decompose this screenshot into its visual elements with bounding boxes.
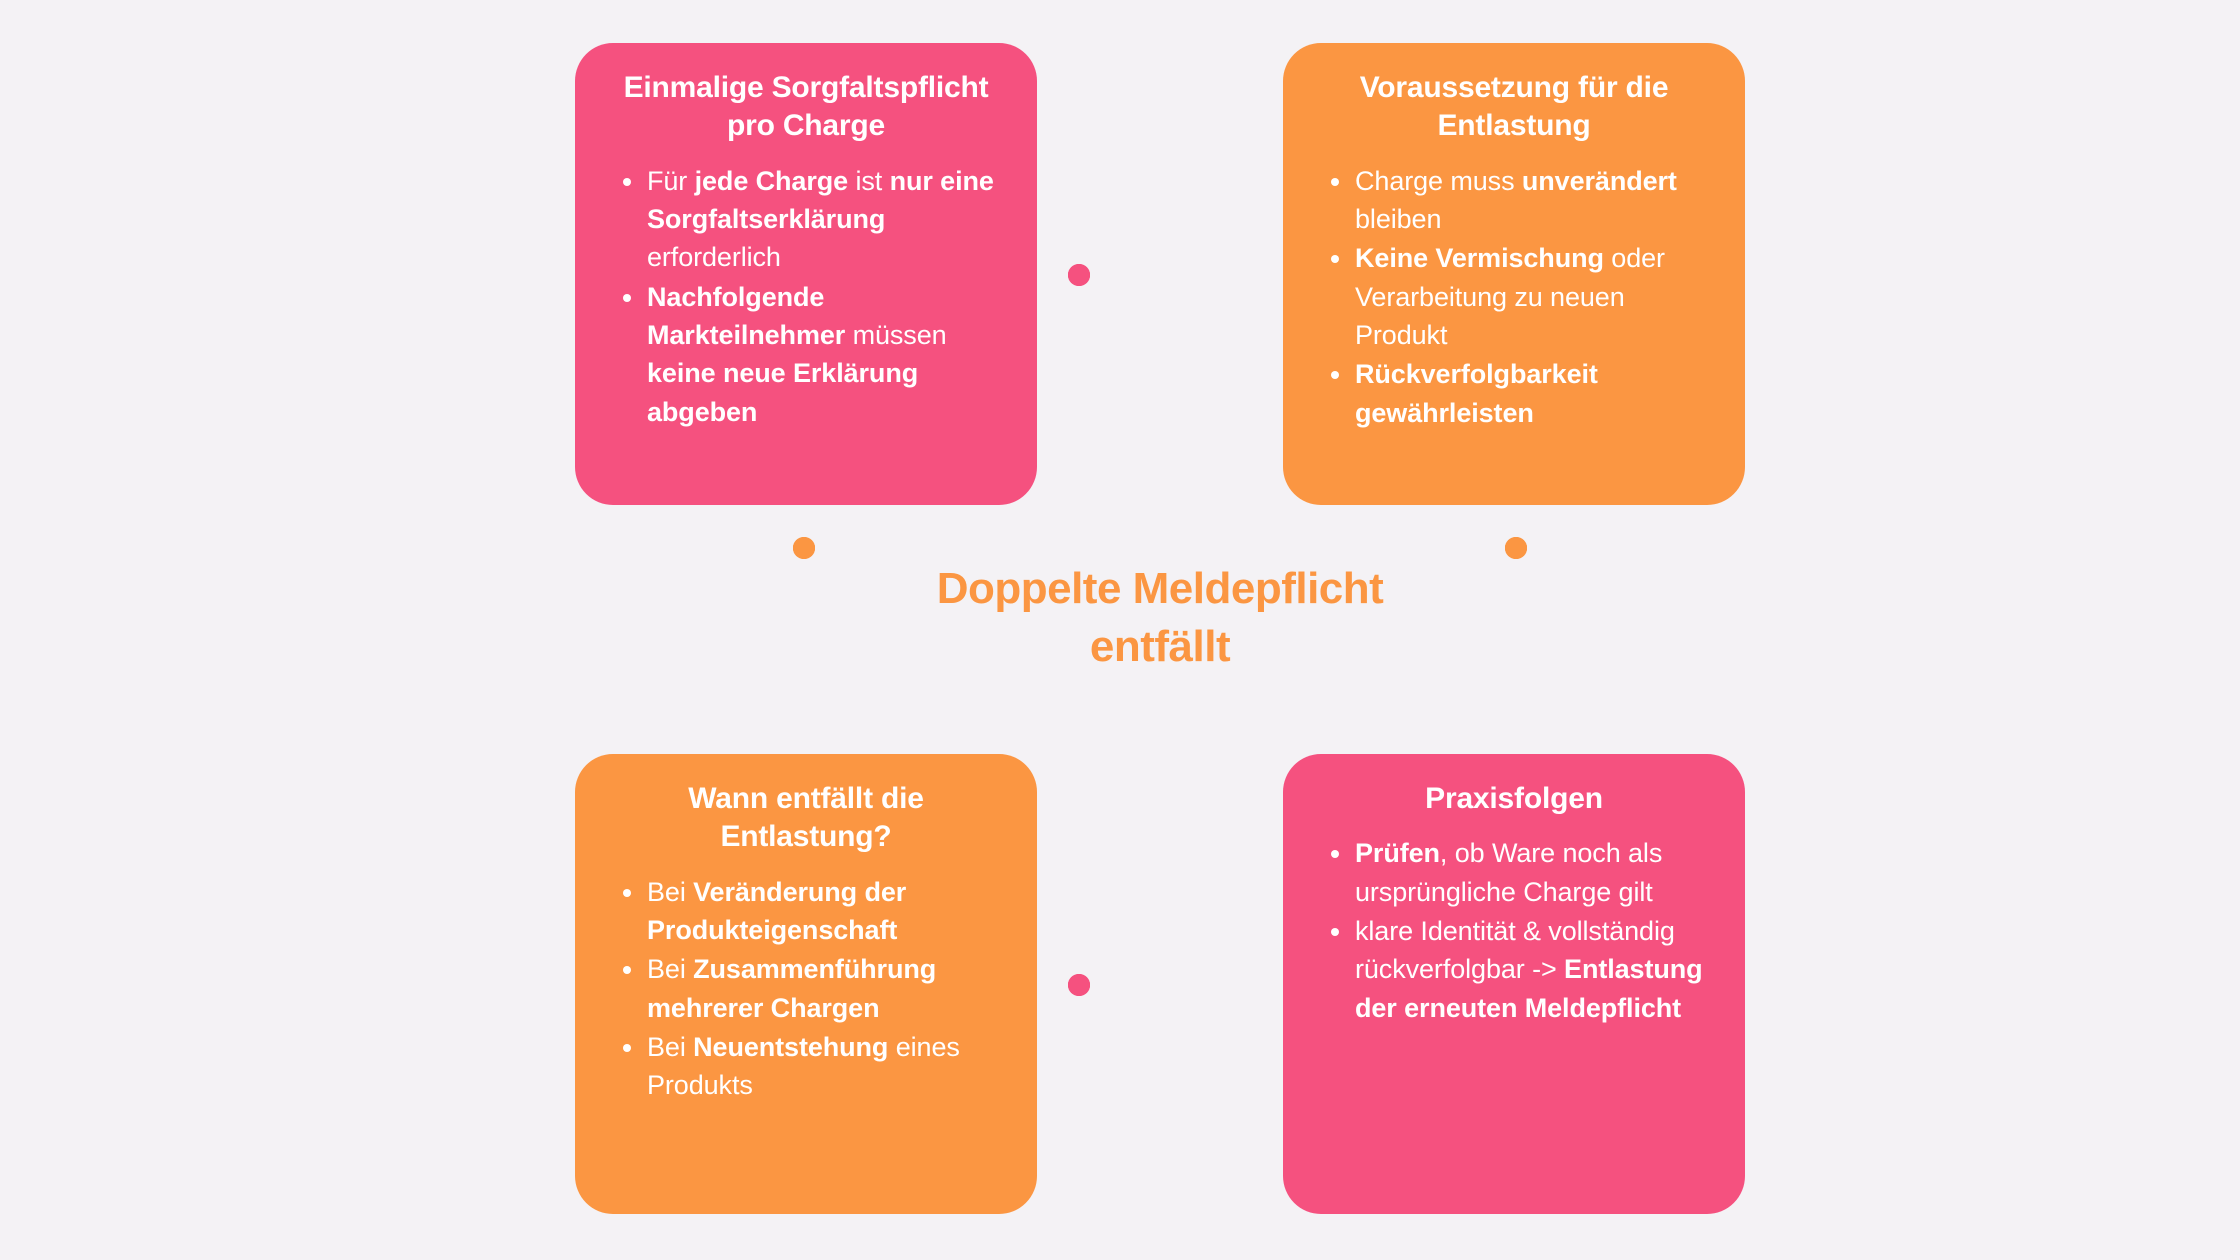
bullet-text: ist [848, 165, 890, 196]
card-title: Wann entfällt die Entlastung? [688, 782, 924, 854]
card-einmalige-sorgfaltspflicht: Einmalige Sorgfaltspflicht pro Charge Fü… [575, 43, 1037, 505]
bullet-emphasis: Nachfolgende Markteilnehmer [647, 281, 846, 351]
bullet-item: Bei Veränderung der Produkteigenschaft [617, 873, 1003, 950]
bullet-emphasis: nur eine Sorgfaltserklärung [647, 165, 994, 235]
bullet-text: oder Verarbeitung zu neuen Produkt [1355, 243, 1665, 351]
bullet-text: müssen [845, 320, 947, 351]
bullet-emphasis: Zusammenführung mehrerer Chargen [647, 954, 937, 1023]
bullet-text: Bei [647, 1032, 694, 1063]
connector-dot [1068, 264, 1090, 286]
card-voraussetzung-fuer-die-entlastung: Voraussetzung für die Entlastung Charge … [1283, 43, 1745, 505]
bullet-text: , ob Ware noch als ursprüngliche Charge … [1355, 838, 1663, 907]
bullet-emphasis: Entlastung der erneuten Meldepflicht [1355, 954, 1703, 1023]
connector-dot [793, 537, 815, 559]
bullet-item: Prüfen, ob Ware noch als ursprüngliche C… [1325, 834, 1711, 911]
center-heading-line-2: entfällt [1089, 622, 1231, 672]
card-bullet-list: Prüfen, ob Ware noch als ursprüngliche C… [1317, 834, 1711, 1028]
bullet-emphasis: jede Charge [694, 165, 849, 196]
bullet-text: Bei [647, 876, 694, 907]
card-title: Einmalige Sorgfaltspflicht pro Charge [623, 71, 989, 143]
bullet-emphasis: Keine Vermischung [1355, 243, 1604, 274]
bullet-text: Für [647, 165, 695, 196]
bullet-emphasis: Veränderung der Produkteigenschaft [647, 876, 907, 946]
bullet-emphasis: Rückverfolgbarkeit gewährleisten [1355, 359, 1598, 428]
card-wann-entfaellt-die-entlastung: Wann entfällt die Entlastung? Bei Veränd… [575, 754, 1037, 1214]
bullet-text: Bei [647, 954, 694, 985]
bullet-text: eines Produkts [647, 1032, 960, 1101]
bullet-item: Nachfolgende Markteilnehmer müssen keine… [617, 278, 1003, 431]
bullet-text: klare Identität & vollständig rückverfol… [1355, 916, 1675, 985]
bullet-emphasis: keine neue Erklärung abgeben [647, 358, 919, 427]
bullet-item: klare Identität & vollständig rückverfol… [1325, 912, 1711, 1027]
bullet-item: Rückverfolgbarkeit gewährleisten [1325, 355, 1711, 432]
bullet-emphasis: unverändert [1521, 165, 1677, 196]
bullet-text: erforderlich [647, 242, 781, 273]
center-heading: Doppelte Meldepflicht entfällt [840, 560, 1480, 676]
card-title: Voraussetzung für die Entlastung [1359, 71, 1669, 143]
bullet-item: Für jede Charge ist nur eine Sorgfaltser… [617, 162, 1003, 277]
bullet-emphasis: Neuentstehung [693, 1032, 889, 1063]
card-bullet-list: Für jede Charge ist nur eine Sorgfaltser… [609, 162, 1003, 432]
bullet-item: Bei Neuentstehung eines Produkts [617, 1028, 1003, 1105]
bullet-text: bleiben [1355, 204, 1442, 235]
card-praxisfolgen: Praxisfolgen Prüfen, ob Ware noch als ur… [1283, 754, 1745, 1214]
card-title: Praxisfolgen [1425, 782, 1603, 815]
bullet-item: Charge muss unverändert bleiben [1325, 162, 1711, 239]
center-heading-line-1: Doppelte Meldepflicht [936, 564, 1384, 613]
connector-dot [1505, 537, 1527, 559]
bullet-item: Bei Zusammenführung mehrerer Chargen [617, 950, 1003, 1027]
connector-dot [1068, 974, 1090, 996]
bullet-text: Charge muss [1355, 165, 1522, 196]
bullet-item: Keine Vermischung oder Verarbeitung zu n… [1325, 239, 1711, 354]
bullet-emphasis: Prüfen [1355, 838, 1440, 869]
